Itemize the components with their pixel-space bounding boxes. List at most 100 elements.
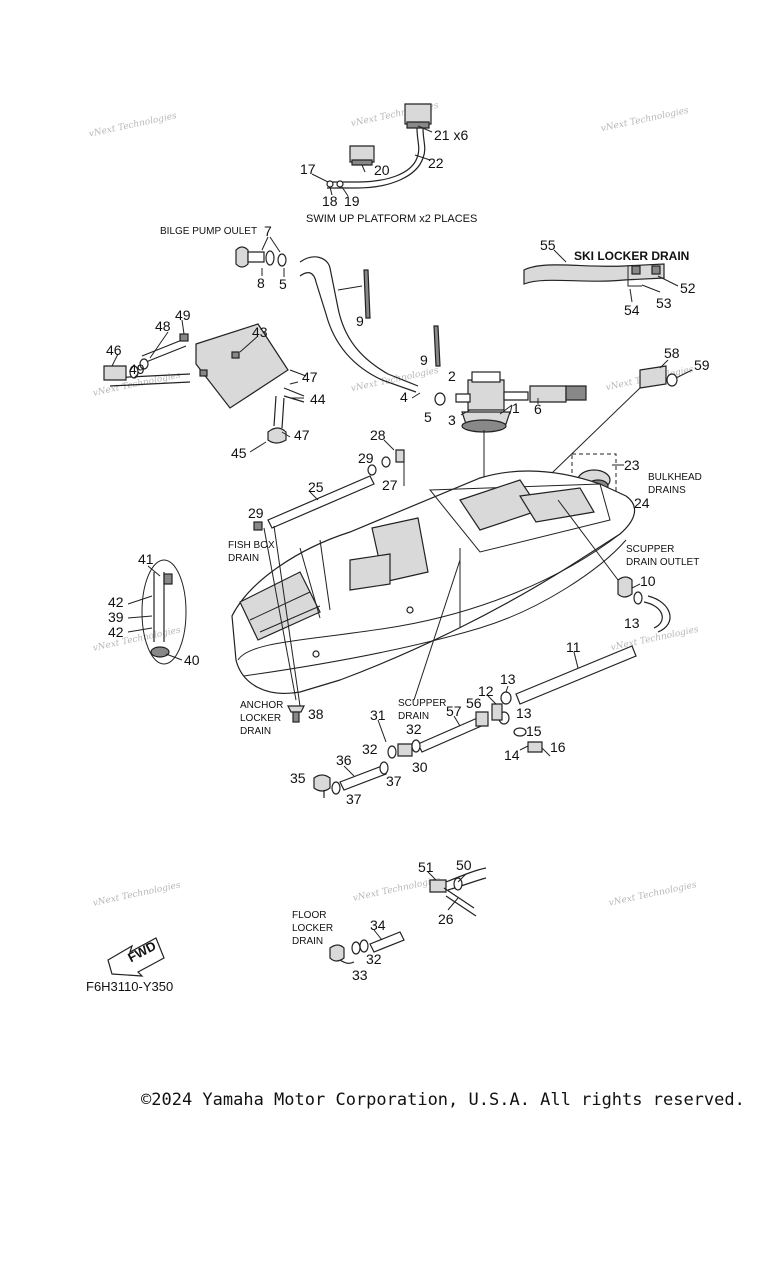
scupper-drain-outlet: SCUPPER DRAIN OUTLET 10 13 <box>617 544 699 633</box>
label-41: 41 <box>138 551 154 567</box>
label-40: 40 <box>184 652 200 668</box>
caption-floor-1: FLOOR <box>292 910 326 921</box>
label-7: 7 <box>264 223 272 239</box>
label-11: 11 <box>566 639 581 655</box>
label-29-lower: 29 <box>248 505 264 521</box>
caption-swim-up: SWIM UP PLATFORM x2 PLACES <box>306 213 477 225</box>
diagram-code: F6H3110-Y350 <box>86 979 173 994</box>
label-4: 4 <box>400 389 408 405</box>
caption-scupper-outlet-2: DRAIN OUTLET <box>626 557 699 568</box>
label-59: 59 <box>694 357 710 373</box>
pump-assembly: 1 2 3 5 6 <box>424 368 587 520</box>
label-9-upper: 9 <box>356 313 364 329</box>
fwd-arrow: FWD <box>107 937 165 977</box>
caption-anchor-3: DRAIN <box>240 726 271 737</box>
label-20: 20 <box>374 162 390 178</box>
anchor-locker-drain: ANCHOR LOCKER DRAIN 38 <box>240 700 324 737</box>
caption-scupper-1: SCUPPER <box>398 698 446 709</box>
label-56: 56 <box>466 695 482 711</box>
caption-anchor-1: ANCHOR <box>240 700 283 711</box>
caption-fish-box-1: FISH BOX <box>228 540 275 551</box>
caption-bulkhead-1: BULKHEAD <box>648 472 702 483</box>
label-49-upper: 49 <box>175 307 191 323</box>
watermark: vNext Technologies <box>88 111 178 139</box>
caption-floor-3: DRAIN <box>292 936 323 947</box>
copyright-notice: ©2024 Yamaha Motor Corporation, U.S.A. A… <box>141 1090 745 1110</box>
label-26: 26 <box>438 911 454 927</box>
fish-box-drain-hose: 25 28 29 27 29 FISH BOX DRAIN <box>228 427 405 564</box>
label-53: 53 <box>656 295 672 311</box>
caption-scupper-2: DRAIN <box>398 711 429 722</box>
label-13-low: 13 <box>516 705 532 721</box>
caption-ski-locker: SKI LOCKER DRAIN <box>574 249 689 263</box>
label-32-left: 32 <box>362 741 378 757</box>
label-24: 24 <box>634 495 650 511</box>
label-34: 34 <box>370 917 386 933</box>
label-44: 44 <box>310 391 326 407</box>
label-2: 2 <box>448 368 456 384</box>
caption-bilge-pump: BILGE PUMP OULET <box>160 226 257 237</box>
label-55: 55 <box>540 237 556 253</box>
label-39: 39 <box>108 609 124 625</box>
label-16: 16 <box>550 739 566 755</box>
label-27: 27 <box>382 477 398 493</box>
ski-locker-drain: SKI LOCKER DRAIN 55 52 53 54 <box>523 237 696 318</box>
label-51: 51 <box>418 859 434 875</box>
label-57: 57 <box>446 703 462 719</box>
label-47-upper: 47 <box>302 369 318 385</box>
label-13-mid: 13 <box>500 671 516 687</box>
hull-leader-lines <box>263 499 619 707</box>
left-hose-detail: 41 42 39 42 40 <box>108 551 200 668</box>
label-50: 50 <box>456 857 472 873</box>
floor-locker-drain: 51 50 26 FLOOR LOCKER DRAIN 34 32 33 <box>292 857 487 983</box>
label-6: 6 <box>534 401 542 417</box>
label-17: 17 <box>300 161 316 177</box>
label-5-upper: 5 <box>279 276 287 292</box>
label-3: 3 <box>448 412 456 428</box>
label-48: 48 <box>155 318 171 334</box>
label-12: 12 <box>478 683 494 699</box>
label-8: 8 <box>257 275 265 291</box>
label-35: 35 <box>290 770 306 786</box>
label-36: 36 <box>336 752 352 768</box>
label-31: 31 <box>370 707 386 723</box>
bilge-pump-assembly: BILGE PUMP OULET 7 8 5 9 9 4 <box>160 223 441 405</box>
label-10: 10 <box>640 573 656 589</box>
label-15: 15 <box>526 723 542 739</box>
label-22: 22 <box>428 155 444 171</box>
label-49-lower: 49 <box>129 361 145 377</box>
scupper-long-hose: 11 13 13 12 15 14 16 <box>478 639 637 763</box>
label-28: 28 <box>370 427 386 443</box>
label-42-lower: 42 <box>108 624 124 640</box>
label-54: 54 <box>624 302 640 318</box>
label-45: 45 <box>231 445 247 461</box>
label-13-right: 13 <box>624 615 640 631</box>
label-47-lower: 47 <box>294 427 310 443</box>
label-32-right: 32 <box>406 721 422 737</box>
boat-hull <box>231 470 636 694</box>
label-25: 25 <box>308 479 324 495</box>
watermark: vNext Technologies <box>608 880 698 908</box>
label-30: 30 <box>412 759 428 775</box>
watermark: vNext Technologies <box>352 875 442 903</box>
caption-fish-box-2: DRAIN <box>228 553 259 564</box>
label-21: 21 x6 <box>434 127 468 143</box>
label-32-floor: 32 <box>366 951 382 967</box>
label-19: 19 <box>344 193 360 209</box>
label-23: 23 <box>624 457 640 473</box>
label-58: 58 <box>664 345 680 361</box>
scupper-drain-lower: SCUPPER DRAIN 57 56 31 32 32 30 36 37 35… <box>290 695 489 807</box>
caption-floor-2: LOCKER <box>292 923 333 934</box>
label-1: 1 <box>512 400 520 416</box>
label-42-upper: 42 <box>108 594 124 610</box>
swim-up-platform-assembly: 17 18 19 20 21 x6 22 SWIM UP PLATFORM x2… <box>300 103 477 225</box>
caption-scupper-outlet-1: SCUPPER <box>626 544 674 555</box>
label-29-upper: 29 <box>358 450 374 466</box>
label-37-left: 37 <box>346 791 362 807</box>
label-43: 43 <box>252 324 268 340</box>
label-33: 33 <box>352 967 368 983</box>
label-18: 18 <box>322 193 338 209</box>
watermark: vNext Technologies <box>92 880 182 908</box>
label-5-lower: 5 <box>424 409 432 425</box>
